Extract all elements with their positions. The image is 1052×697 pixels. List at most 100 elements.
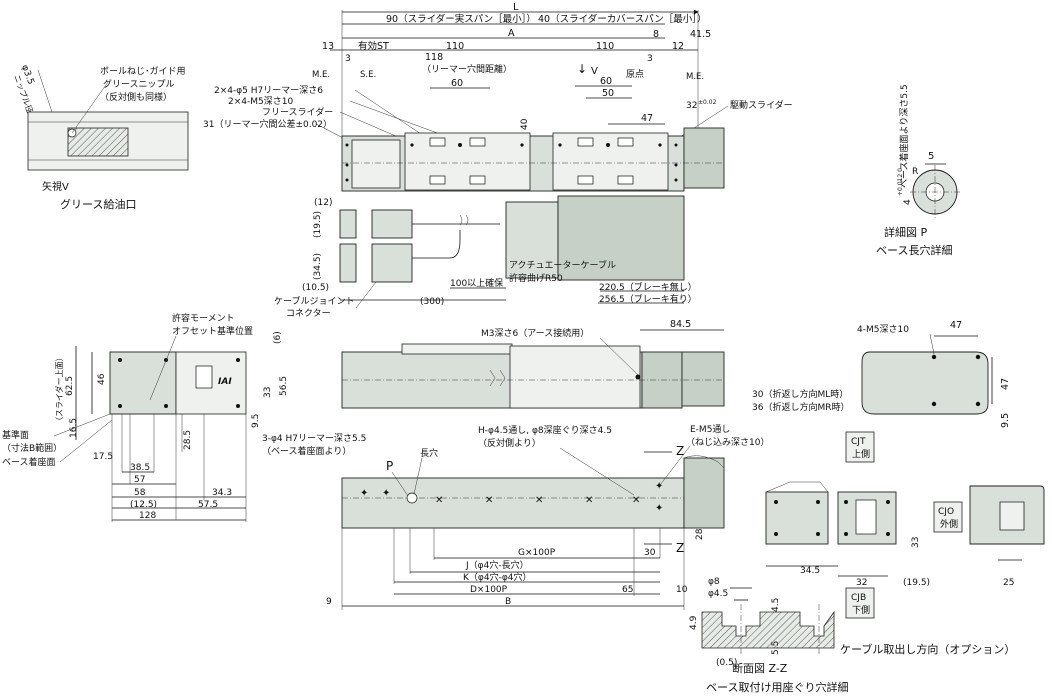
label-m5-depth: 2×4-M5深さ10	[228, 96, 293, 107]
section-body	[701, 610, 835, 649]
dim-110a: 110	[446, 41, 464, 52]
cable-option: 32 34.5 (19.5) 33 CJT 上側 CJO 外側 CJB 下側 2…	[765, 431, 1045, 656]
opt-d34-5: 34.5	[800, 566, 820, 576]
bottom-motor	[683, 457, 725, 529]
opt-d25: 25	[1003, 578, 1014, 588]
option-side-block	[765, 491, 829, 545]
dim-eff-st: 有効ST	[358, 40, 389, 52]
end-d47v: 47	[1000, 378, 1011, 390]
detail-p-title: 詳細図 P	[884, 225, 927, 239]
dim-46: 46	[97, 373, 107, 385]
mount-holes: ✦ ✦ ✕ ✕ ✕ ✕ ✕ ✦ ✦	[360, 481, 663, 514]
svg-text:✕: ✕	[632, 495, 640, 506]
motor-case	[557, 195, 685, 281]
front-view: M3深さ6（アース接続用） 84.5 30（折返し方向ML時） 36（折返し方向…	[341, 319, 849, 413]
bottom-h7-note: （ベース着座面より）	[262, 445, 351, 457]
front-d84-5: 84.5	[670, 319, 691, 330]
detail-p-tol: +0.012 0	[897, 168, 904, 196]
svg-text:✦: ✦	[360, 488, 368, 499]
actuator-cable: アクチュエーターケーブル	[509, 259, 616, 271]
svg-text:✕: ✕	[585, 495, 593, 506]
cable-d34-5: (34.5)	[313, 253, 323, 280]
detail-v-hatch	[67, 127, 129, 157]
detail-p-subtitle: ベース長穴詳細	[876, 243, 952, 257]
no-brake: 220.5（ブレーキ無し）	[599, 281, 697, 293]
detail-p: 5 R 4 +0.012 0 ベース着座面より深さ5.5 詳細図 P ベース長穴…	[876, 84, 962, 257]
dim-12: 12	[672, 41, 684, 52]
detail-v: 矢視V グリース給油口 φ3.5 ニップル径 ボールねじ･ガイド用 グリースニッ…	[12, 64, 189, 211]
dim-60b: 60	[600, 76, 612, 87]
dim-g: G×100P	[518, 548, 556, 558]
ref-face-1: 基準面	[2, 429, 29, 441]
svg-text:✦: ✦	[382, 488, 390, 499]
zz-phi4-5: φ4.5	[708, 589, 728, 599]
zz-phi8: φ8	[708, 577, 720, 587]
dim-33: 33	[263, 387, 273, 398]
dim-50: 50	[602, 88, 614, 99]
moment-1: 許容モーメント	[172, 312, 235, 324]
bottom-e-hole: E-M5通し	[690, 424, 730, 435]
front-m3: M3深さ6（アース接続用）	[481, 327, 589, 339]
base-face: ベース着座面	[2, 456, 56, 468]
opt-title: ケーブル取出し方向（オプション）	[840, 642, 1015, 656]
dim-32-tol: ±0.02	[698, 99, 717, 106]
svg-text:✕: ✕	[435, 495, 443, 506]
dim-8: 8	[653, 29, 659, 40]
dim-56-5: 56.5	[279, 376, 289, 396]
detail-v-note3: （反対側も同様）	[100, 91, 172, 103]
me-right: M.E.	[686, 72, 704, 82]
section-z-top: Z	[676, 444, 684, 458]
dim-k: K（φ4穴-φ4穴）	[463, 571, 531, 583]
v-arrow-label: V	[591, 66, 598, 77]
svg-text:✦: ✦	[655, 503, 663, 514]
ream-pitch: 118	[425, 52, 443, 63]
dim-17-5: 17.5	[93, 452, 113, 462]
front-d36: 36（折返し方向MR時）	[752, 401, 849, 413]
side-view: IAI 62.5 （スライダー上面） 46 16.5 56.5 33 9.5 (…	[2, 312, 289, 522]
cable-connector-bottom	[371, 243, 413, 283]
genten-label: 原点	[626, 69, 644, 80]
dim-3a: 3	[345, 54, 351, 64]
zz-subtitle: ベース取付け用座ぐり穴詳細	[706, 680, 848, 694]
cable-d100: 100以上確保	[450, 277, 503, 289]
cable-joint-1: ケーブルジョイント	[274, 295, 354, 307]
end-m5: 4-M5深さ10	[857, 324, 909, 335]
opt-d19-5: (19.5)	[903, 578, 930, 588]
dim-9-5: 9.5	[251, 414, 261, 428]
dim-60a: 60	[451, 78, 463, 89]
free-slider	[404, 132, 531, 191]
front-motor	[681, 351, 725, 407]
dim-110b: 110	[596, 41, 614, 52]
dim-12-5: (12.5)	[130, 500, 157, 510]
dim-65: 65	[622, 585, 633, 595]
top-view: L 90（スライダー実スパン［最小］） 40（スライダーカバースパン［最小］） …	[203, 2, 793, 192]
cable-d19-5: (19.5)	[313, 211, 323, 238]
dim-13: 13	[322, 41, 334, 52]
dim-41-5: 41.5	[690, 29, 711, 40]
front-d30: 30（折返し方向ML時）	[752, 388, 848, 400]
end-d9-5: 9.5	[1000, 413, 1011, 428]
cable-d300: (300)	[420, 297, 444, 307]
end-d47: 47	[950, 320, 962, 331]
detail-v-note2: グリースニップル	[103, 78, 175, 90]
cable-view: (12) (19.5) (34.5) (10.5) (300) 100以上確保 …	[274, 195, 697, 319]
dim-34-3: 34.3	[212, 488, 232, 498]
dim-A: A	[508, 28, 515, 39]
label-ream-tol: 31（リーマー穴間公差±0.02）	[203, 118, 332, 130]
label-h7-ream: 2×4-φ5 H7リーマー深さ6	[214, 85, 323, 96]
bottom-e-hole-note: （ねじ込み深さ10）	[686, 437, 769, 448]
svg-text:✦: ✦	[655, 481, 663, 492]
dim-10: 10	[676, 585, 688, 595]
detail-v-title: 矢視V	[42, 180, 69, 193]
opt-d32: 32	[856, 578, 867, 588]
side-end-block	[109, 351, 177, 415]
opt-cjo-2: 外側	[940, 518, 958, 530]
label-p: P	[386, 459, 393, 473]
bend-radius: 許容曲げR50	[509, 272, 563, 284]
opt-d33: 33	[911, 537, 921, 548]
dim-6: (6)	[273, 331, 283, 344]
bottom-view: ✦ ✦ ✕ ✕ ✕ ✕ ✕ ✦ ✦ 3-φ4 H7リーマー深さ5.5 （ベース着…	[262, 424, 769, 610]
detail-p-depth-note: ベース着座面より深さ5.5	[898, 84, 910, 188]
label-drive-slider: 駆動スライダー	[730, 99, 793, 111]
